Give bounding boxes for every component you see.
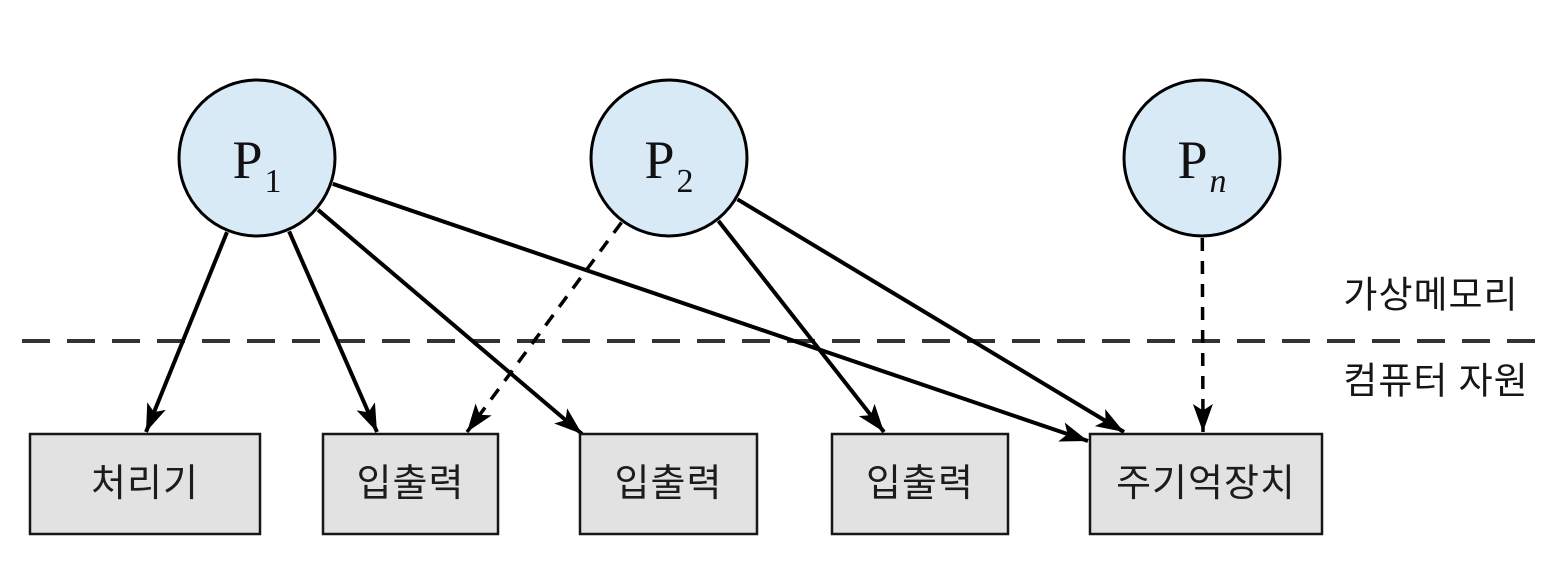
process-subscript: 2	[676, 163, 694, 200]
resource-label-main-memory: 주기억장치	[1116, 463, 1296, 505]
process-label-p2: P2	[644, 130, 693, 199]
edge-p2-io-1-dashed	[465, 221, 623, 434]
edge-p2-main-memory	[736, 197, 1126, 434]
process-letter: P	[644, 130, 675, 190]
region-label-virtual-memory: 가상메모리	[1343, 275, 1519, 317]
resource-box-io-2	[578, 432, 759, 536]
resource-label-io-2: 입출력	[614, 463, 723, 505]
process-letter: P	[1177, 130, 1208, 190]
region-label-computer-resources: 컴퓨터 자원	[1343, 361, 1529, 403]
resource-label-io-1: 입출력	[356, 463, 465, 505]
process-label-p1: P1	[232, 130, 281, 199]
edge-p1-io-1	[287, 230, 379, 433]
process-subscript: 1	[264, 163, 282, 200]
resource-box-processor	[28, 432, 262, 536]
process-letter: P	[232, 130, 263, 190]
process-subscript: n	[1209, 163, 1227, 200]
process-node-p2	[589, 78, 749, 238]
process-node-p1	[177, 78, 337, 238]
edge-p1-io-2	[316, 208, 584, 436]
resource-box-main-memory	[1088, 432, 1324, 536]
edge-p2-io-3	[716, 219, 886, 434]
resource-label-io-3: 입출력	[866, 463, 974, 505]
resource-label-processor: 처리기	[91, 463, 199, 505]
edge-p1-main-memory	[332, 181, 1089, 443]
edge-pn-main-memory-dashed	[1192, 237, 1213, 433]
process-node-pn	[1122, 78, 1282, 238]
resource-box-io-1	[321, 432, 500, 536]
resource-box-io-3	[830, 432, 1010, 536]
process-label-pn: Pn	[1177, 130, 1226, 199]
edge-p1-processor	[144, 231, 229, 433]
